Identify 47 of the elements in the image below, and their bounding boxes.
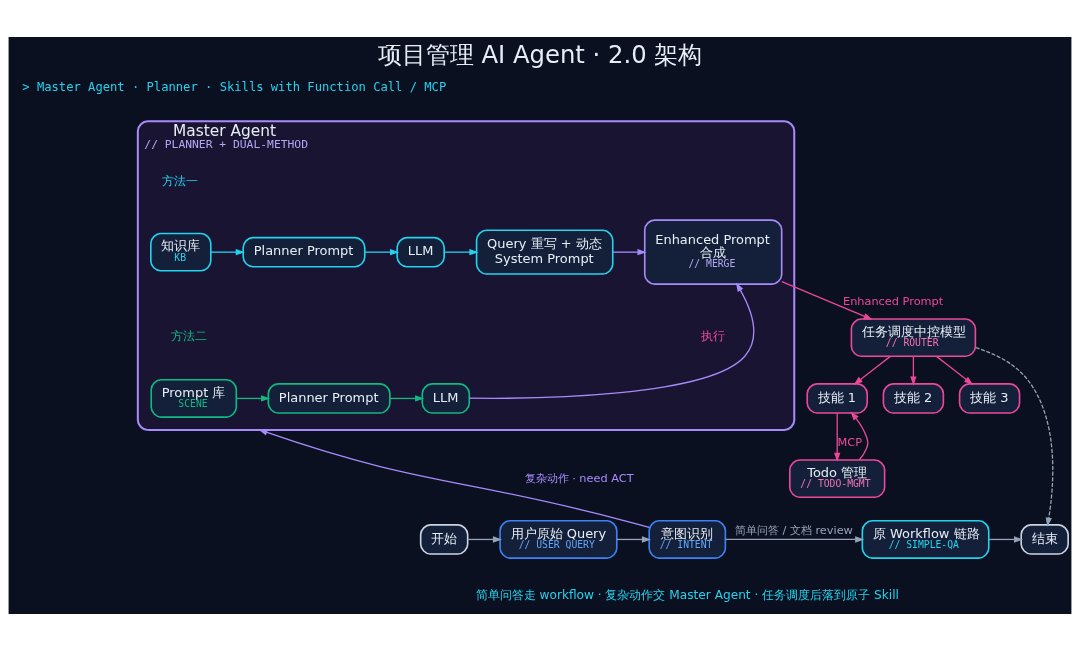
edge-label: 简单问答 / 文档 review [734, 522, 853, 537]
arrow [910, 355, 917, 386]
arrow [975, 347, 1054, 527]
label: > Master Agent · Planner · Skills with Function Call / MCP [22, 79, 447, 94]
node-box: LLM [396, 236, 445, 268]
arrow [935, 355, 974, 385]
node-box: 技能 1 [806, 383, 868, 414]
arrow [612, 248, 647, 256]
edge-label: MCP [837, 434, 863, 449]
node-box: Query 重写 + 动态 System Prompt [475, 229, 614, 275]
node-box: 用户原始 Query // USER QUERY [499, 520, 618, 559]
node-box: Planner Prompt [242, 236, 366, 268]
arrow [210, 248, 245, 256]
arrow [364, 248, 400, 256]
arrow [389, 395, 425, 402]
label: 方法一 [161, 173, 198, 188]
node-box: Planner Prompt [267, 383, 391, 414]
arrow [988, 536, 1024, 543]
arrow [781, 281, 873, 320]
diagram-title: 项目管理 AI Agent · 2.0 架构 [377, 39, 703, 69]
arrow [235, 395, 271, 402]
arrow [850, 411, 869, 461]
label: 执行 [701, 329, 726, 344]
node-box: Todo 管理 // TODO-MGMT [789, 459, 886, 499]
arrow [468, 282, 755, 399]
node-box: 知识库 KB [150, 232, 212, 272]
node-box: Prompt 库 SCENE [150, 379, 238, 418]
arrow [443, 248, 479, 256]
arrow [258, 429, 650, 529]
node-box: Enhanced Prompt 合成 // MERGE [643, 219, 783, 285]
node-box: 结束 [1020, 524, 1069, 555]
node-box: 技能 3 [958, 383, 1021, 414]
arrow [834, 412, 841, 462]
node-box: 任务调度中控模型 // ROUTER [850, 318, 977, 358]
node-box: LLM [421, 383, 471, 414]
node-box: 技能 2 [882, 383, 945, 414]
arrow [616, 536, 651, 543]
arrow [853, 355, 891, 385]
caption: 简单问答走 workflow · 复杂动作交 Master Agent · 任务调度后落到原子 Skill [475, 588, 899, 603]
node-box: 开始 [419, 524, 469, 555]
edge-label: 复杂动作 · need ACT [524, 470, 634, 485]
node-box: 原 Workflow 链路 // SIMPLE-QA [861, 520, 990, 559]
arrow [467, 536, 502, 543]
node-box: 意图识别 // INTENT [648, 520, 727, 559]
arrow [724, 536, 865, 543]
label: 方法二 [170, 329, 207, 344]
edge-label: Enhanced Prompt [842, 293, 944, 308]
